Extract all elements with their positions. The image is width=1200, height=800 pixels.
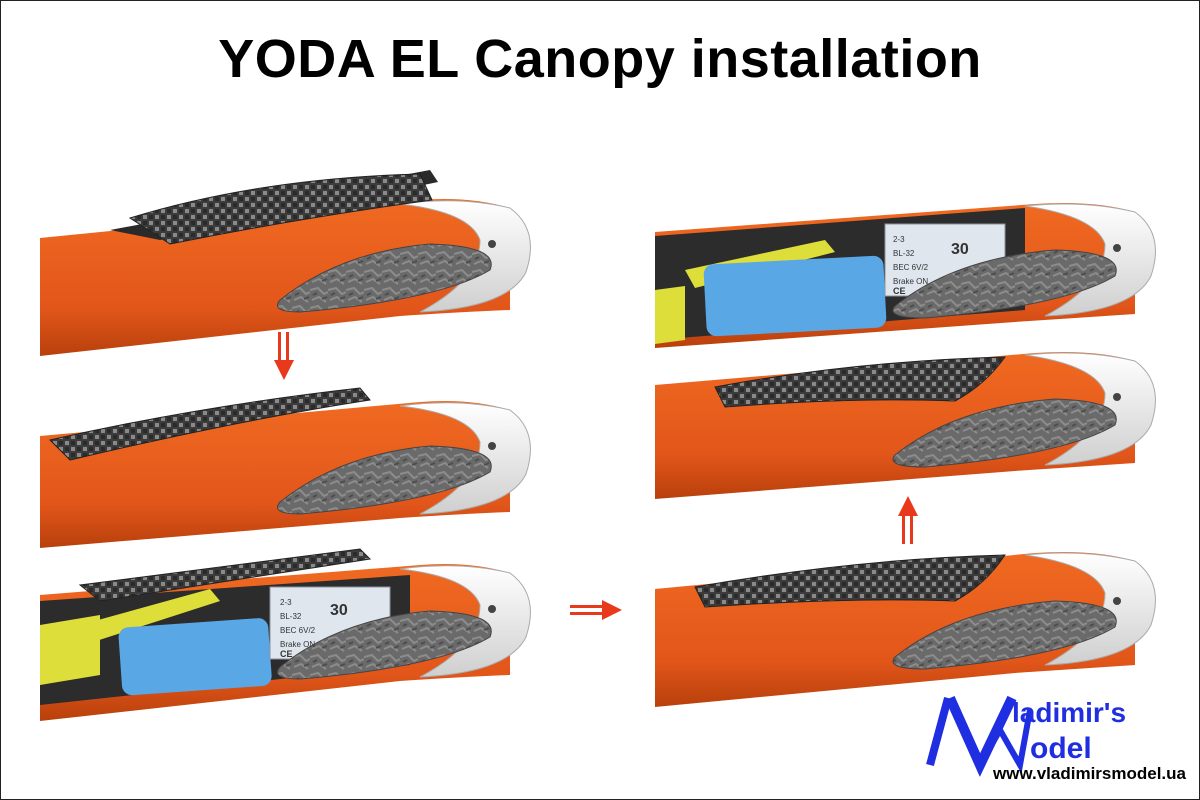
battery-label-line: Brake ON	[280, 640, 315, 649]
battery-label-line: 2-3	[893, 235, 905, 244]
fuselage-render-canopy-open-right: 30 2-3 BL-32 BEC 6V/2 Brake ON CE	[655, 203, 1156, 348]
battery-label-number: 30	[330, 602, 348, 619]
arrow-down-icon	[274, 332, 294, 380]
fuselage-render-canopy-open: 30 2-3 BL-32 BEC 6V/2 Brake ON CE	[40, 548, 531, 721]
vladimirs-model-logo: ladimir's odel	[926, 695, 1126, 777]
battery-label-line: BEC 6V/2	[280, 626, 316, 635]
battery-label-number: 30	[951, 241, 969, 258]
battery-label-line: BL-32	[893, 249, 915, 258]
arrow-right-icon	[570, 600, 622, 620]
fuselage-render-canopy-closing	[40, 387, 531, 548]
battery-label-line: 2-3	[280, 598, 292, 607]
logo-line2: odel	[1030, 732, 1092, 765]
battery-label-line: BEC 6V/2	[893, 263, 929, 272]
logo-line1: ladimir's	[1012, 697, 1126, 728]
battery-label-line: BL-32	[280, 612, 302, 621]
fuselage-render-final	[655, 552, 1156, 707]
battery-label-line: Brake ON	[893, 277, 928, 286]
fuselage-render-canopy-closed	[655, 352, 1156, 499]
fuselage-render-canopy-lifted	[40, 170, 531, 356]
website-url: www.vladimirsmodel.ua	[992, 764, 1186, 783]
arrow-up-icon	[898, 496, 918, 544]
page-title: YODA EL Canopy installation	[218, 29, 982, 89]
ce-mark: CE	[893, 286, 906, 296]
ce-mark: CE	[280, 649, 293, 659]
